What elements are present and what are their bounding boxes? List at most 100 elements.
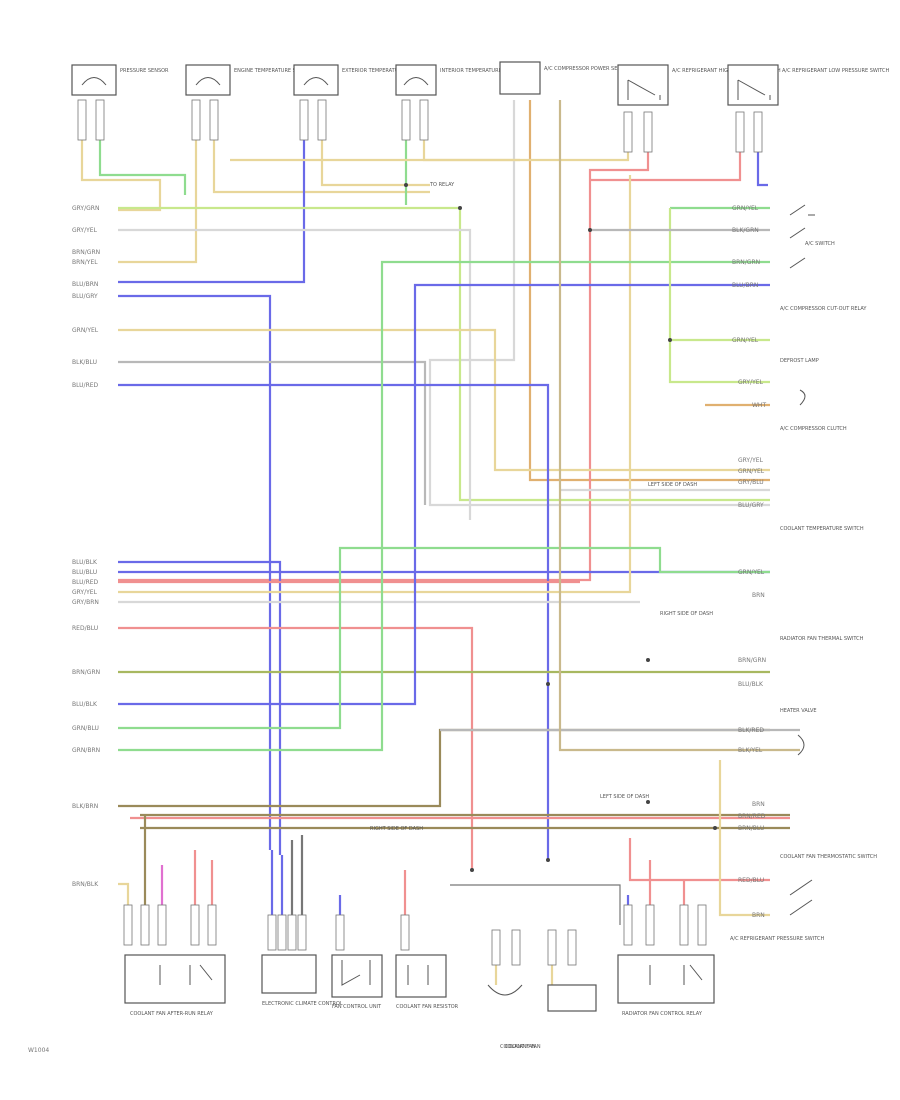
wire-grygrn [118, 206, 770, 502]
exterior-temp-sensor: EXTERIOR TEMPERATURE SENSOR [293, 64, 428, 96]
right-wire-label-19: BRN/BLU [738, 825, 764, 832]
compressor-clutch-label: A/C COMPRESSOR CLUTCH [780, 426, 847, 432]
fcu-label: FAN CONTROL UNIT [332, 1004, 382, 1010]
wire-engine-temp [118, 100, 198, 264]
wire-blublk-3 [118, 283, 770, 706]
left-wire-label-8: BLU/RED [72, 382, 99, 389]
engine-temp-sensor-label: ENGINE TEMPERATURE SENSOR [234, 68, 314, 74]
left-wire-label-10: BLU/BLU [72, 569, 97, 576]
right-wire-label-10: BLU/GRY [738, 502, 764, 509]
right-wire-label-13: BRN/GRN [738, 657, 766, 664]
wire-layer [80, 100, 800, 985]
right-component-labels: A/C SWITCH A/C COMPRESSOR CUT-OUT RELAY … [730, 241, 877, 942]
right-wire-label-3: BLU/BRN [732, 282, 758, 289]
coolant-fan: COOLANT FAN [487, 984, 597, 1050]
left-wire-label-15: BRN/GRN [72, 669, 100, 676]
left-wire-label-13: GRY/BRN [72, 599, 99, 606]
right-wire-label-15: BLK/RED [738, 727, 764, 734]
wire-int-temp-2 [422, 100, 520, 162]
wire-pressure-sensor [80, 100, 162, 212]
wire-compressor-sensor [428, 100, 770, 507]
wire-brn-bottom-2 [718, 760, 770, 917]
wire-blkblu [118, 360, 427, 505]
radiator-relay-label: RADIATOR FAN CONTROL RELAY [622, 1011, 703, 1017]
high-pressure-switch: A/C REFRIGERANT HIGH PRESSURE SWITCH [617, 64, 781, 106]
right-wire-label-9: GRY/BLU [738, 479, 764, 486]
wire-blkyel-right [558, 100, 800, 752]
wire-blkbrn [118, 728, 770, 808]
right-wire-label-18: BRN/RED [738, 813, 766, 820]
right-wire-label-21: BRN [752, 912, 765, 919]
interior-temp-sensor: INTERIOR TEMPERATURE SENSOR [395, 64, 525, 96]
left-wire-label-5: BLU/GRY [72, 293, 98, 300]
left-wire-label-12: GRY/YEL [72, 589, 98, 596]
defrost-lamp-label: DEFROST LAMP [780, 358, 819, 364]
ecc-label: ELECTRONIC CLIMATE CONTROL [262, 1001, 343, 1007]
right-wire-label-14: BLU/BLK [738, 681, 764, 688]
wire-compressor-sensor-2 [528, 100, 770, 482]
wire-blured [118, 383, 550, 860]
exterior-temp-sensor-label: EXTERIOR TEMPERATURE SENSOR [342, 68, 428, 74]
afterrun-relay-label: COOLANT FAN AFTER-RUN RELAY [130, 1011, 214, 1017]
top-components: PRESSURE SENSOR ENGINE TEMPERATURE SENSO… [71, 61, 890, 106]
note-left-side-2: LEFT SIDE OF DASH [600, 794, 649, 800]
left-wire-label-3: BRN/YEL [72, 259, 98, 266]
left-wire-label-7: BLK/BLU [72, 359, 97, 366]
wire-fan1 [450, 884, 621, 925]
left-wire-label-6: GRN/YEL [72, 327, 99, 334]
wire-bluegray [118, 294, 272, 850]
wire-low-press [590, 140, 742, 182]
compressor-power-sensor: A/C COMPRESSOR POWER SENSOR [499, 61, 632, 95]
interior-temp-sensor-label: INTERIOR TEMPERATURE SENSOR [440, 68, 525, 74]
wire-grnblu [118, 546, 770, 730]
left-wire-label-9: BLU/BLK [72, 559, 98, 566]
right-wire-label-5: GRY/YEL [738, 379, 764, 386]
left-wire-label-2: BRN/GRN [72, 249, 100, 256]
wire-blublk-1 [118, 560, 282, 855]
left-wire-label-20: BRN/BLK [72, 881, 99, 888]
left-wire-labels: GRY/GRN GRY/YEL BRN/GRN BRN/YEL BLU/BRN … [72, 205, 100, 888]
wire-high-press [230, 140, 630, 162]
pressure-sensor-label: PRESSURE SENSOR [120, 68, 169, 74]
diagram-notes: TO RELAY LEFT SIDE OF DASH RIGHT SIDE OF… [370, 182, 713, 1050]
right-wire-label-4: GRN/YEL [732, 337, 759, 344]
pressure-sensor: PRESSURE SENSOR [71, 64, 169, 96]
wire-low-press-2 [756, 140, 768, 187]
right-wire-label-6: WHT [752, 402, 766, 409]
fan-control-unit: FAN CONTROL UNIT [331, 954, 383, 1010]
left-wire-label-4: BLU/BRN [72, 281, 98, 288]
note-right-side-2: RIGHT SIDE OF DASH [370, 826, 423, 832]
left-wire-label-11: BLU/RED [72, 579, 99, 586]
electronic-climate-control: ELECTRONIC CLIMATE CONTROL [261, 954, 343, 1007]
left-wire-label-18: GRN/BRN [72, 747, 100, 754]
compressor-power-sensor-label: A/C COMPRESSOR POWER SENSOR [544, 66, 632, 72]
right-wire-label-0: GRN/YEL [732, 205, 759, 212]
low-pressure-switch-label: A/C REFRIGERANT LOW PRESSURE SWITCH [782, 68, 890, 74]
radiator-fan-control-relay: RADIATOR FAN CONTROL RELAY [617, 954, 715, 1017]
footer-code: W1004 [28, 1047, 49, 1054]
right-switches [789, 204, 815, 916]
right-wire-label-2: BRN/GRN [732, 259, 760, 266]
engine-temp-sensor: ENGINE TEMPERATURE SENSOR [185, 64, 314, 96]
right-wire-label-16: BLK/YEL [738, 747, 763, 754]
wire-ext-temp-2 [320, 100, 430, 187]
wire-grnyel-mid [118, 328, 770, 472]
left-wire-label-1: GRY/YEL [72, 227, 98, 234]
wire-grnyel-right-v [668, 208, 770, 384]
note-right-side: RIGHT SIDE OF DASH [660, 611, 713, 617]
note-coolant-fan: COOLANT FAN [505, 1044, 541, 1050]
low-pressure-switch: A/C REFRIGERANT LOW PRESSURE SWITCH [727, 64, 890, 106]
left-wire-label-0: GRY/GRN [72, 205, 99, 212]
coolant-fan-label: COOLANT FAN [500, 1044, 536, 1050]
right-wire-label-20: RED/BLU [738, 877, 764, 884]
coolant-temp-switch-label: COOLANT TEMPERATURE SWITCH [780, 526, 864, 532]
bottom-components: COOLANT FAN AFTER-RUN RELAY ELECTRONIC C… [124, 954, 715, 1050]
cutout-relay-label: A/C COMPRESSOR CUT-OUT RELAY [780, 306, 867, 312]
note-to-relay: TO RELAY [429, 182, 455, 188]
ac-switch-label: A/C SWITCH [805, 241, 835, 247]
right-wire-label-1: BLK/GRN [732, 227, 759, 234]
note-left-side: LEFT SIDE OF DASH [648, 482, 697, 488]
right-wire-label-12: BRN [752, 592, 765, 599]
right-wire-label-11: GRN/YEL [738, 569, 765, 576]
